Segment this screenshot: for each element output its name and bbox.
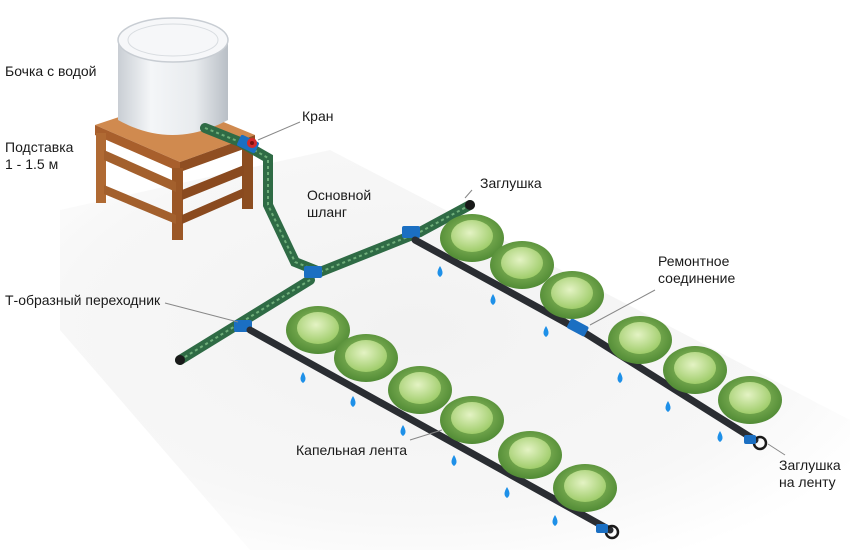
cabbage (440, 396, 504, 444)
cabbage (334, 334, 398, 382)
water-barrel (117, 17, 229, 135)
cabbage (608, 316, 672, 364)
drip-tape-1 (246, 326, 614, 534)
ground (60, 150, 850, 550)
cabbage (490, 241, 554, 289)
label-tape-end-cap-line2: на ленту (779, 474, 836, 490)
label-stand: Подставка 1 - 1.5 м (5, 139, 73, 173)
tap-valve (237, 134, 259, 154)
label-main-hose-line1: Основной (307, 187, 372, 203)
cabbage (388, 366, 452, 414)
label-end-cap: Заглушка (480, 175, 542, 191)
label-repair-connector-line1: Ремонтное (658, 253, 730, 269)
label-tape-end-cap-line1: Заглушка (779, 457, 841, 473)
cabbage (663, 346, 727, 394)
label-main-hose-line2: шланг (307, 204, 348, 220)
water-drops (300, 266, 723, 526)
label-drip-tape: Капельная лента (296, 442, 408, 458)
cabbage (718, 376, 782, 424)
label-main-hose: Основной шланг (307, 187, 371, 221)
label-tap: Кран (302, 108, 334, 124)
tape-end-cap (596, 435, 768, 540)
label-repair-connector-line2: соединение (658, 270, 736, 286)
cabbage (498, 431, 562, 479)
cabbage (553, 464, 617, 512)
main-hose-end-cap-left (175, 355, 185, 365)
repair-connector (567, 318, 589, 337)
cabbage (286, 306, 350, 354)
label-tape-end-cap: Заглушка на ленту (779, 457, 841, 491)
main-hose-end-cap (465, 200, 475, 210)
cabbage (440, 214, 504, 262)
label-barrel: Бочка с водой (5, 63, 97, 79)
label-stand-line1: Подставка (5, 139, 74, 155)
label-repair-connector: Ремонтное соединение (658, 253, 735, 287)
cabbage (540, 271, 604, 319)
label-stand-line2: 1 - 1.5 м (5, 156, 59, 172)
label-tee-adapter: Т-образный переходник (5, 292, 161, 308)
leader-lines (164, 121, 786, 456)
cabbages (286, 214, 782, 512)
